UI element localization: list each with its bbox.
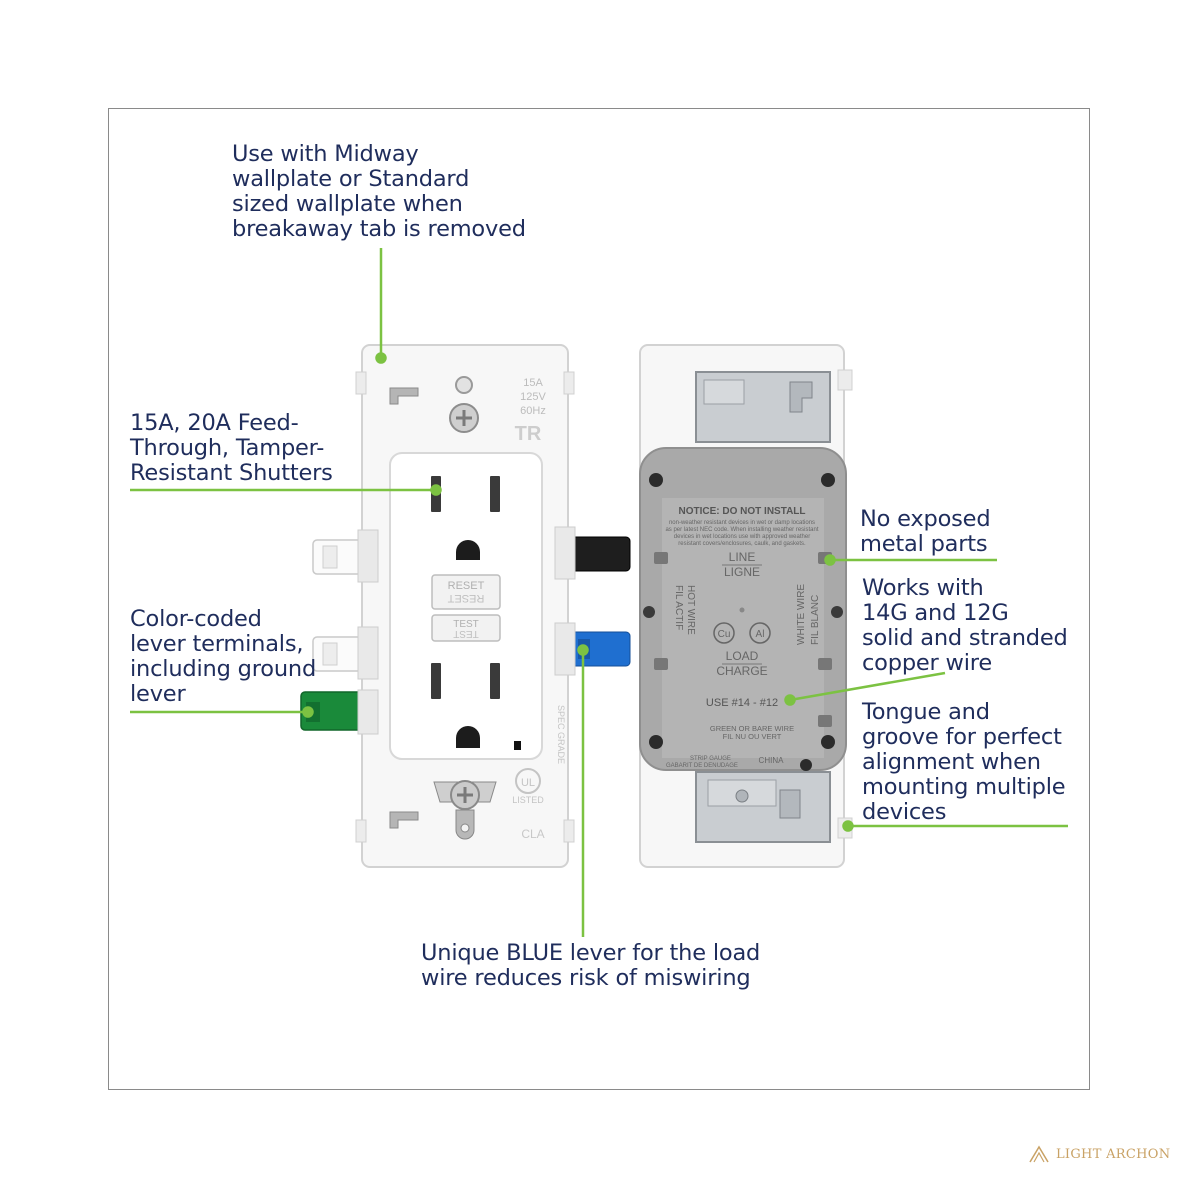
listed-text: LISTED: [512, 795, 544, 805]
notice-line-4: resistant covers/enclosures, caulk, and …: [678, 541, 806, 547]
al-text: Al: [756, 629, 765, 640]
gabarit-label: GABARIT DE DENUDAGE: [666, 763, 738, 769]
cu-text: Cu: [718, 629, 731, 640]
line-label: LINE: [729, 550, 756, 564]
callout-blue-lever: Unique BLUE lever for the load wire redu…: [421, 940, 761, 991]
brand-watermark: LIGHT ARCHON: [1028, 1145, 1170, 1163]
reset-label-flipped: RESET: [447, 592, 484, 604]
leader-lines: [130, 248, 1068, 937]
black-line-lever: [554, 526, 631, 580]
tr-mark: TR: [515, 423, 542, 445]
callout-levers: Color-coded lever terminals, including g…: [130, 606, 317, 707]
lower-ground-hole: [456, 726, 480, 748]
ul-logo: [515, 768, 541, 794]
charge-label: CHARGE: [716, 664, 767, 678]
reset-button: [431, 574, 501, 610]
china-label: CHINA: [759, 756, 785, 765]
hot-wire-label: HOT WIRE: [685, 585, 696, 635]
notice-line-2: as per latest NEC code. When installing …: [665, 527, 818, 533]
cla-text: CLA: [521, 827, 544, 841]
white-lever-top: [312, 529, 379, 583]
brand-name: LIGHT ARCHON: [1056, 1146, 1171, 1162]
indicator-light: [514, 741, 521, 750]
white-wire-label: WHITE WIRE: [796, 584, 807, 645]
test-label-flipped: TEST: [453, 628, 479, 639]
notice-line-1: non-weather resistant devices in wet or …: [669, 520, 815, 526]
lower-slot-right: [490, 663, 500, 699]
blue-load-lever: [554, 622, 631, 676]
green-wire-label: GREEN OR BARE WIRE: [710, 724, 794, 733]
back-device: NOTICE: DO NOT INSTALL non-weather resis…: [639, 344, 853, 868]
cu-symbol: [713, 622, 735, 644]
fil-blanc-label: FIL BLANC: [810, 595, 821, 645]
callout-wallplate: Use with Midway wallplate or Standard si…: [232, 141, 526, 242]
reset-label: RESET: [448, 580, 485, 592]
callout-metal: No exposed metal parts: [860, 506, 991, 557]
load-label: LOAD: [726, 649, 759, 663]
rating-amps: 15A: [523, 377, 543, 389]
test-button: [431, 614, 501, 642]
fil-vert-label: FIL NU OU VERT: [723, 732, 782, 741]
white-lever-middle: [312, 626, 379, 680]
upper-ground-hole: [456, 540, 480, 560]
callout-shutters: 15A, 20A Feed- Through, Tamper- Resistan…: [130, 410, 333, 486]
strip-gauge-label: STRIP GAUGE: [690, 756, 731, 762]
spec-grade-text: SPEC GRADE: [556, 705, 566, 764]
use-gauge-label: USE #14 - #12: [706, 697, 778, 709]
ul-text: UL: [521, 777, 535, 789]
test-label: TEST: [453, 619, 479, 630]
rating-hz: 60Hz: [520, 405, 546, 417]
front-device: 15A 125V 60Hz TR RESET RESET TEST TEST S…: [300, 344, 631, 868]
figure-frame: [108, 108, 1090, 1090]
callout-wire: Works with 14G and 12G solid and strande…: [862, 575, 1068, 676]
notice-title: NOTICE: DO NOT INSTALL: [678, 506, 805, 517]
lower-slot-left: [431, 663, 441, 699]
notice-line-3: devices in wet locations use with approv…: [674, 534, 810, 540]
rating-volts: 125V: [520, 391, 546, 403]
brand-logo-icon: [1029, 1145, 1049, 1163]
green-ground-lever: [300, 689, 379, 735]
al-symbol: [749, 622, 771, 644]
leader-wire: [789, 671, 946, 702]
upper-slot-right: [490, 476, 500, 512]
ligne-label: LIGNE: [724, 565, 760, 579]
callout-tongue: Tongue and groove for perfect alignment …: [862, 699, 1066, 825]
fil-actif-label: FIL ACTIF: [673, 585, 684, 630]
